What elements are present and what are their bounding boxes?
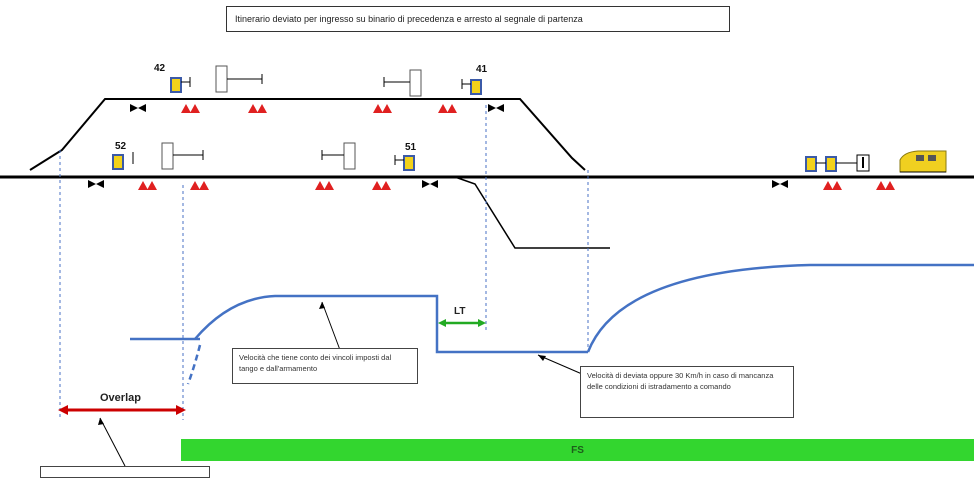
- balise-icon: [373, 104, 392, 113]
- board-icon: [321, 142, 356, 170]
- overlap-note-box: [40, 466, 210, 478]
- balise-icon: [823, 181, 842, 190]
- balise-icon: [876, 181, 895, 190]
- joint-icon: [772, 180, 788, 188]
- signal-label-52: 52: [115, 141, 127, 152]
- signal-far-icon: [805, 154, 870, 172]
- signal-label-51: 51: [405, 142, 417, 153]
- train-icon: [899, 150, 947, 173]
- joint-icon: [88, 180, 104, 188]
- balise-icon: [190, 181, 209, 190]
- balise-icon: [138, 181, 157, 190]
- lt-label: LT: [454, 306, 466, 317]
- balises: [138, 104, 895, 190]
- board-icon: [215, 65, 263, 93]
- deviated-speed-note: Velocità di deviata oppure 30 Km/h in ca…: [580, 366, 794, 418]
- board-icon: [161, 142, 204, 170]
- signal-51-icon: [394, 155, 415, 171]
- pointer-lines: [99, 301, 583, 467]
- pointer-arrowheads: [98, 302, 546, 425]
- fs-label: FS: [571, 444, 584, 456]
- balise-icon: [181, 104, 200, 113]
- balise-icon: [315, 181, 334, 190]
- signal-label-42: 42: [154, 63, 166, 74]
- tracks: [0, 98, 974, 249]
- balise-icon: [372, 181, 391, 190]
- joint-icon: [130, 104, 146, 112]
- signals: [112, 77, 870, 172]
- diverging-track: [454, 176, 610, 249]
- passing-track: [29, 98, 586, 171]
- joint-icon: [422, 180, 438, 188]
- insulated-joints: [88, 104, 788, 188]
- balise-icon: [438, 104, 457, 113]
- overlap-arrow: [58, 405, 186, 415]
- speed-note: Velocità che tiene conto dei vincoli imp…: [232, 348, 418, 384]
- signal-label-41: 41: [476, 64, 488, 75]
- diagram-title: Itinerario deviato per ingresso su binar…: [226, 6, 730, 32]
- fs-bar: FS: [181, 439, 974, 461]
- signal-41-icon: [461, 79, 482, 95]
- overlap-label: Overlap: [100, 392, 141, 404]
- joint-icon: [488, 104, 504, 112]
- speed-curve: [130, 263, 974, 385]
- reference-lines: [59, 105, 589, 420]
- signal-52-icon: [112, 152, 134, 170]
- lt-arrow: [438, 319, 486, 327]
- board-markers: [161, 65, 422, 170]
- signal-42-icon: [170, 77, 191, 93]
- board-icon: [383, 69, 422, 97]
- balise-icon: [248, 104, 267, 113]
